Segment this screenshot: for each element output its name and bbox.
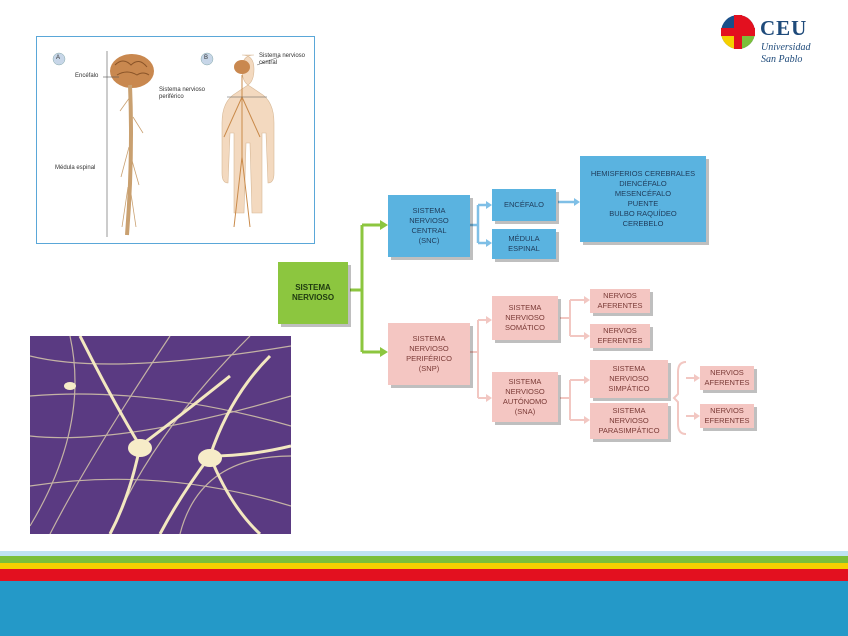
node-parasimpatico: SISTEMA NERVIOSO PARASIMPÁTICO — [590, 403, 668, 439]
label-encefalo: Encéfalo — [75, 73, 99, 79]
nervous-system-figure — [52, 51, 280, 237]
band-green — [0, 556, 848, 563]
node-snp: SISTEMA NERVIOSO PERIFÉRICO (SNP) — [388, 323, 470, 385]
logo-line1: Universidad — [761, 42, 811, 53]
node-encefalo-parts: HEMISFERIOS CEREBRALES DIENCÉFALO MESENC… — [580, 156, 706, 242]
ceu-logo: CEU Universidad San Pablo — [718, 14, 833, 74]
node-snc: SISTEMA NERVIOSO CENTRAL (SNC) — [388, 195, 470, 257]
neuron-network-picture — [29, 335, 292, 536]
ceu-emblem-icon — [721, 15, 755, 49]
node-simpatico: SISTEMA NERVIOSO SIMPÁTICO — [590, 360, 668, 398]
node-medula-espinal: MÉDULA ESPINAL — [492, 229, 556, 259]
band-blue-footer — [0, 581, 848, 636]
label-snc: Sistema nervioso central — [259, 53, 306, 66]
node-autonomo-eferentes: NERVIOS EFERENTES — [700, 404, 754, 428]
band-red — [0, 569, 848, 581]
logo-line2: San Pablo — [761, 54, 803, 65]
node-somatico-eferentes: NERVIOS EFERENTES — [590, 324, 650, 348]
label-a: A — [56, 55, 61, 61]
node-somatico-aferentes: NERVIOS AFERENTES — [590, 289, 650, 313]
neuron-image — [29, 335, 292, 536]
anatomy-illustration: A B Encéfalo Médula espinal Sistema nerv… — [36, 36, 315, 244]
label-snp: Sistema nervioso periférico — [159, 87, 206, 100]
band-light-blue — [0, 551, 848, 556]
node-autonomo: SISTEMA NERVIOSO AUTÓNOMO (SNA) — [492, 372, 558, 422]
label-medula: Médula espinal — [55, 165, 96, 171]
node-sistema-nervioso: SISTEMA NERVIOSO — [278, 262, 348, 324]
node-autonomo-aferentes: NERVIOS AFERENTES — [700, 366, 754, 390]
node-encefalo: ENCÉFALO — [492, 189, 556, 221]
label-b: B — [204, 55, 209, 61]
node-somatico: SISTEMA NERVIOSO SOMÁTICO — [492, 296, 558, 340]
logo-name: CEU — [760, 16, 808, 40]
band-yellow — [0, 563, 848, 569]
